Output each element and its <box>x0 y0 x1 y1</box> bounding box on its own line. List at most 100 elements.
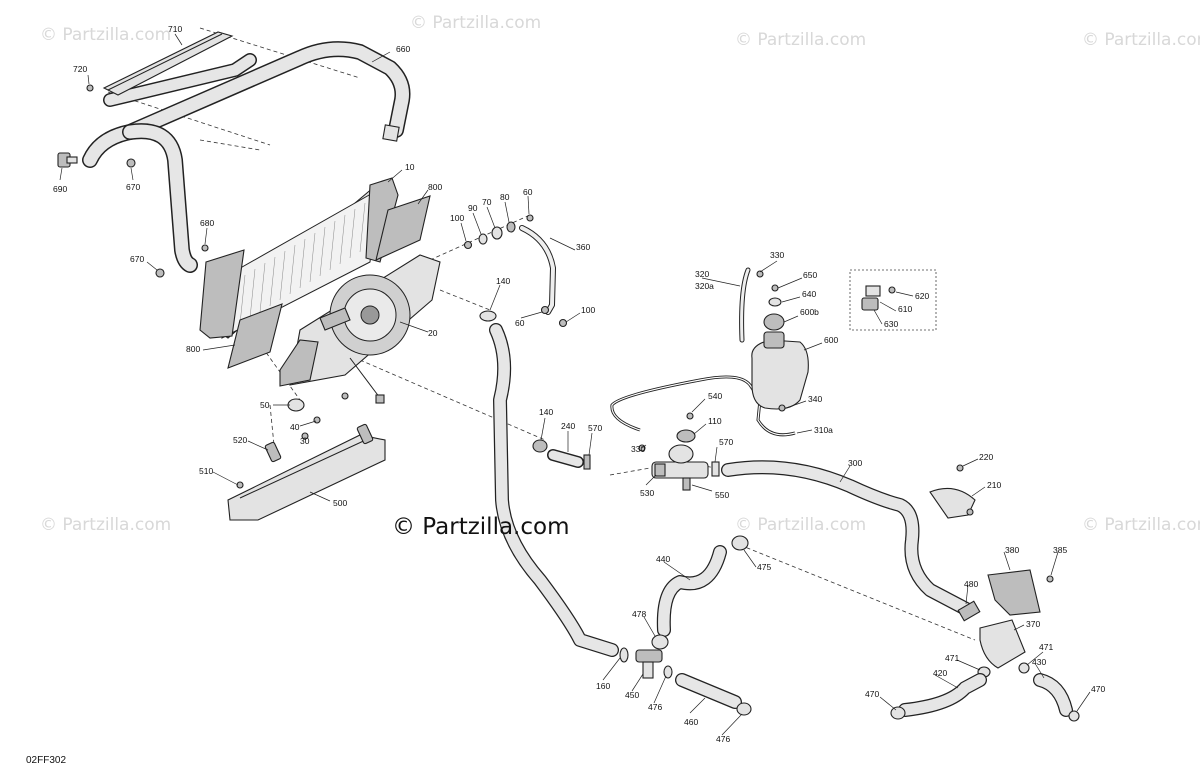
callout-40: 40 <box>290 422 300 432</box>
callout-680: 680 <box>200 218 214 228</box>
trim-strip-710 <box>102 31 234 96</box>
callout-570: 570 <box>588 423 602 433</box>
callout-476: 476 <box>648 702 662 712</box>
callout-385: 385 <box>1053 545 1067 555</box>
watermark-group: © Partzilla.com © Partzilla.com © Partzi… <box>40 13 1200 535</box>
watermark: © Partzilla.com <box>410 13 541 33</box>
callout-430: 430 <box>1032 657 1046 667</box>
watermark-main: © Partzilla.com <box>392 514 570 540</box>
callout-620: 620 <box>915 291 929 301</box>
tee-fitting-450 <box>619 647 673 679</box>
callout-520: 520 <box>233 435 247 445</box>
callout-530: 530 <box>640 488 654 498</box>
callout-670: 670 <box>126 182 140 192</box>
callout-370: 370 <box>1026 619 1040 629</box>
callout-800: 800 <box>186 344 200 354</box>
radiator-10 <box>199 177 399 339</box>
callout-650: 650 <box>803 270 817 280</box>
callout-380: 380 <box>1005 545 1019 555</box>
sensor-detail-box <box>849 269 937 331</box>
callout-476: 476 <box>716 734 730 744</box>
callout-471: 471 <box>945 653 959 663</box>
callout-471: 471 <box>1039 642 1053 652</box>
callout-475: 475 <box>757 562 771 572</box>
fasteners-top-left <box>57 84 209 278</box>
callout-20: 20 <box>428 328 438 338</box>
callout-630: 630 <box>884 319 898 329</box>
callout-670: 670 <box>130 254 144 264</box>
callout-210: 210 <box>987 480 1001 490</box>
callout-300: 300 <box>848 458 862 468</box>
callout-60: 60 <box>515 318 525 328</box>
watermark: © Partzilla.com <box>735 515 866 535</box>
callout-160: 160 <box>596 681 610 691</box>
callout-90: 90 <box>468 203 478 213</box>
callout-550: 550 <box>715 490 729 500</box>
hose-440 <box>651 535 749 650</box>
diagram-code: 02FF302 <box>26 755 66 766</box>
callout-60: 60 <box>523 187 533 197</box>
callout-110: 110 <box>708 416 722 426</box>
roll-bar-660 <box>82 41 411 273</box>
watermark: © Partzilla.com <box>735 30 866 50</box>
callout-690: 690 <box>53 184 67 194</box>
hose-long-left <box>489 323 619 657</box>
callout-30: 30 <box>300 436 310 446</box>
callout-440: 440 <box>656 554 670 564</box>
callout-478: 478 <box>632 609 646 619</box>
tee-fitting-530 <box>638 412 720 491</box>
water-pump-370 <box>957 569 1054 678</box>
skid-plate-500 <box>227 423 386 521</box>
callout-460: 460 <box>684 717 698 727</box>
callout-100: 100 <box>581 305 595 315</box>
callout-720: 720 <box>73 64 87 74</box>
fan-shroud-20 <box>279 254 441 404</box>
callout-140: 140 <box>539 407 553 417</box>
clamps-240 <box>532 439 591 470</box>
callout-330: 330 <box>631 444 645 454</box>
callout-710: 710 <box>168 24 182 34</box>
callout-140: 140 <box>496 276 510 286</box>
callout-330: 330 <box>770 250 784 260</box>
hose-430 <box>1033 673 1080 722</box>
air-deflectors-800 <box>227 195 431 369</box>
callout-640: 640 <box>802 289 816 299</box>
overflow-tube-310a <box>610 375 796 437</box>
callout-600b: 600b <box>800 307 819 317</box>
bracket-360 <box>519 225 556 315</box>
callout-610: 610 <box>898 304 912 314</box>
callout-320a: 320a <box>695 281 714 291</box>
coolant-tank-600 <box>751 284 809 412</box>
callout-470: 470 <box>865 689 879 699</box>
watermark: © Partzilla.com <box>1082 30 1200 50</box>
hardware-stack <box>463 214 568 328</box>
callout-480: 480 <box>964 579 978 589</box>
callout-340: 340 <box>808 394 822 404</box>
callout-360: 360 <box>576 242 590 252</box>
callout-470: 470 <box>1091 684 1105 694</box>
bracket-210 <box>929 464 976 519</box>
grommets-lower-left <box>287 392 349 440</box>
callout-220: 220 <box>979 452 993 462</box>
hose-460 <box>675 673 752 716</box>
watermark: © Partzilla.com <box>40 515 171 535</box>
callout-500: 500 <box>333 498 347 508</box>
callout-600: 600 <box>824 335 838 345</box>
callout-420: 420 <box>933 668 947 678</box>
watermark: © Partzilla.com <box>40 25 171 45</box>
callout-320: 320 <box>695 269 709 279</box>
callout-660: 660 <box>396 44 410 54</box>
callout-570: 570 <box>719 437 733 447</box>
callout-labels: 710 720 660 690 670 680 670 10 800 90 70… <box>53 24 1105 744</box>
callout-10: 10 <box>405 162 415 172</box>
watermark: © Partzilla.com <box>1082 515 1200 535</box>
callout-50: 50 <box>260 400 270 410</box>
callout-510: 510 <box>199 466 213 476</box>
callout-80: 80 <box>500 192 510 202</box>
hose-420 <box>890 673 987 720</box>
callout-240: 240 <box>561 421 575 431</box>
callout-800: 800 <box>428 182 442 192</box>
hose-300 <box>721 460 975 617</box>
callout-310a: 310a <box>814 425 833 435</box>
